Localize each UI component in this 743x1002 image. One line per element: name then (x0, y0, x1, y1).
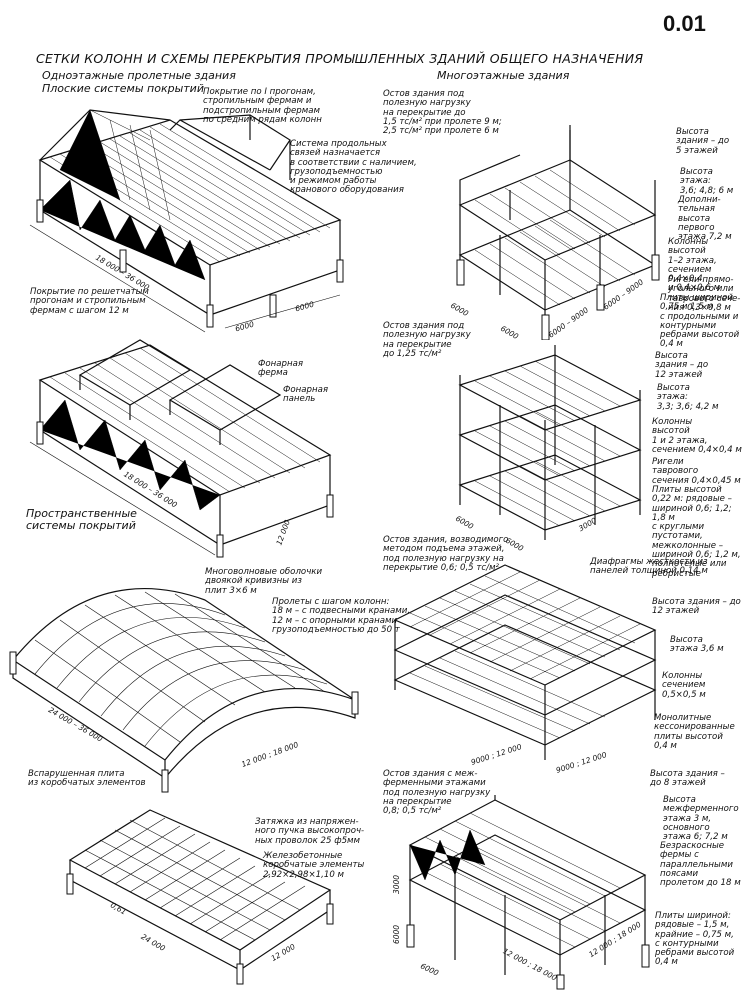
dim-r4d: 3000 (392, 874, 402, 895)
note-lattice-purlins: Покрытие по решетчатым прогонам и стропи… (30, 287, 149, 316)
frame-5-storey-drawing (456, 125, 660, 340)
note-lantern-truss: Фонарная ферма (258, 359, 304, 379)
note-shear-walls: Диафрагмы жесткости из панелей толщиной … (590, 557, 708, 577)
frame-12-storey-drawing (458, 345, 642, 540)
note-storey-height-a: Высота этажа: 3,6; 4,8; 6 м (680, 167, 734, 196)
note-slabs-a: Плиты шириной 0,75 и 1,5 м с продольными… (660, 293, 740, 350)
note-storey-height-d: Высота межферменного этажа 3 м, основног… (663, 795, 739, 843)
note-vaulted-slab: Вспарушенная плита из коробчатых элемент… (28, 769, 146, 789)
note-spans-cranes: Пролеты с шагом колонн: 18 м – с подвесн… (272, 597, 411, 635)
heading-spatial-roof-systems: Пространственные системы покрытий (26, 507, 137, 532)
page-number: 0.01 (663, 11, 706, 36)
note-columns-c: Колонны сечением 0,5×0,5 м (662, 671, 706, 700)
note-lantern-panel: Фонарная панель (283, 385, 329, 405)
note-longitudinal-bracing: Система продольных связей назначается в … (290, 139, 417, 196)
note-tie-strand: Затяжка из напряжен- ного пучка высокопр… (255, 817, 365, 846)
note-height-8-storeys: Высота здания – до 8 этажей (650, 769, 725, 789)
note-storey-height-b: Высота этажа: 3,3; 3,6; 4,2 м (657, 383, 719, 412)
page-title: СЕТКИ КОЛОНН И СХЕМЫ ПЕРЕКРЫТИЯ ПРОМЫШЛЕ… (36, 51, 644, 66)
note-height-12-storeys: Высота здания – до 12 этажей (655, 351, 709, 380)
truss-roof-building-drawing (29, 109, 344, 333)
note-columns-b: Колонны высотой 1 и 2 этажа, сечением 0,… (652, 417, 742, 455)
note-coffered-slabs: Монолитные кессонированные плиты высотой… (654, 713, 735, 751)
box-element-slab-drawing (66, 809, 334, 985)
note-box-elements: Железобетонные коробчатые элементы 2,92×… (263, 851, 365, 880)
note-girders-a: Ригели прямо- угольного или таврового се… (668, 275, 741, 313)
vaulted-shell-drawing (9, 588, 359, 793)
heading-multi-storey: Многоэтажные здания (437, 69, 570, 82)
heading-flat-roof-systems: Плоские системы покрытий (42, 82, 204, 95)
note-storey-height-c: Высота этажа 3,6 м (670, 635, 724, 655)
note-extra-ground-height: Дополни- тельная высота первого этажа 7,… (678, 195, 732, 243)
note-frame-load-b: Остов здания под полезную нагрузку на пе… (383, 321, 471, 359)
note-slabs-d: Плиты шириной: рядовые – 1,5 м, крайние … (655, 911, 735, 968)
note-frame-load-d: Остов здания с меж- ферменными этажами п… (383, 769, 491, 817)
note-girders-b: Ригели таврового сечения 0,4×0,45 м (652, 457, 741, 486)
lantern-roof-building-drawing (29, 339, 334, 558)
lift-slab-frame-drawing (393, 564, 657, 760)
note-frame-load-a: Остов здания под полезную нагрузку на пе… (383, 89, 502, 137)
note-purlin-roof: Покрытие по I прогонам, стропильным ферм… (203, 87, 322, 125)
note-frame-load-c: Остов здания, возводимого методом подъем… (383, 535, 509, 573)
dim-r4e: 6000 (392, 924, 402, 945)
interstitial-truss-frame-drawing (406, 795, 650, 990)
heading-single-storey: Одноэтажные пролетные здания (42, 69, 236, 82)
note-height-12-storeys-c: Высота здания – до 12 этажей (652, 597, 741, 617)
note-trusses: Безраскосные фермы с параллельными пояса… (660, 841, 741, 889)
note-multiwave-shells: Многоволновые оболочки двоякой кривизны … (205, 567, 323, 596)
note-slabs-b: Плиты высотой 0,22 м: рядовые – шириной … (652, 485, 741, 579)
note-height-5-storeys: Высота здания – до 5 этажей (676, 127, 730, 156)
note-columns-a: Колонны высотой 1–2 этажа, сечением 0,4×… (668, 237, 721, 294)
